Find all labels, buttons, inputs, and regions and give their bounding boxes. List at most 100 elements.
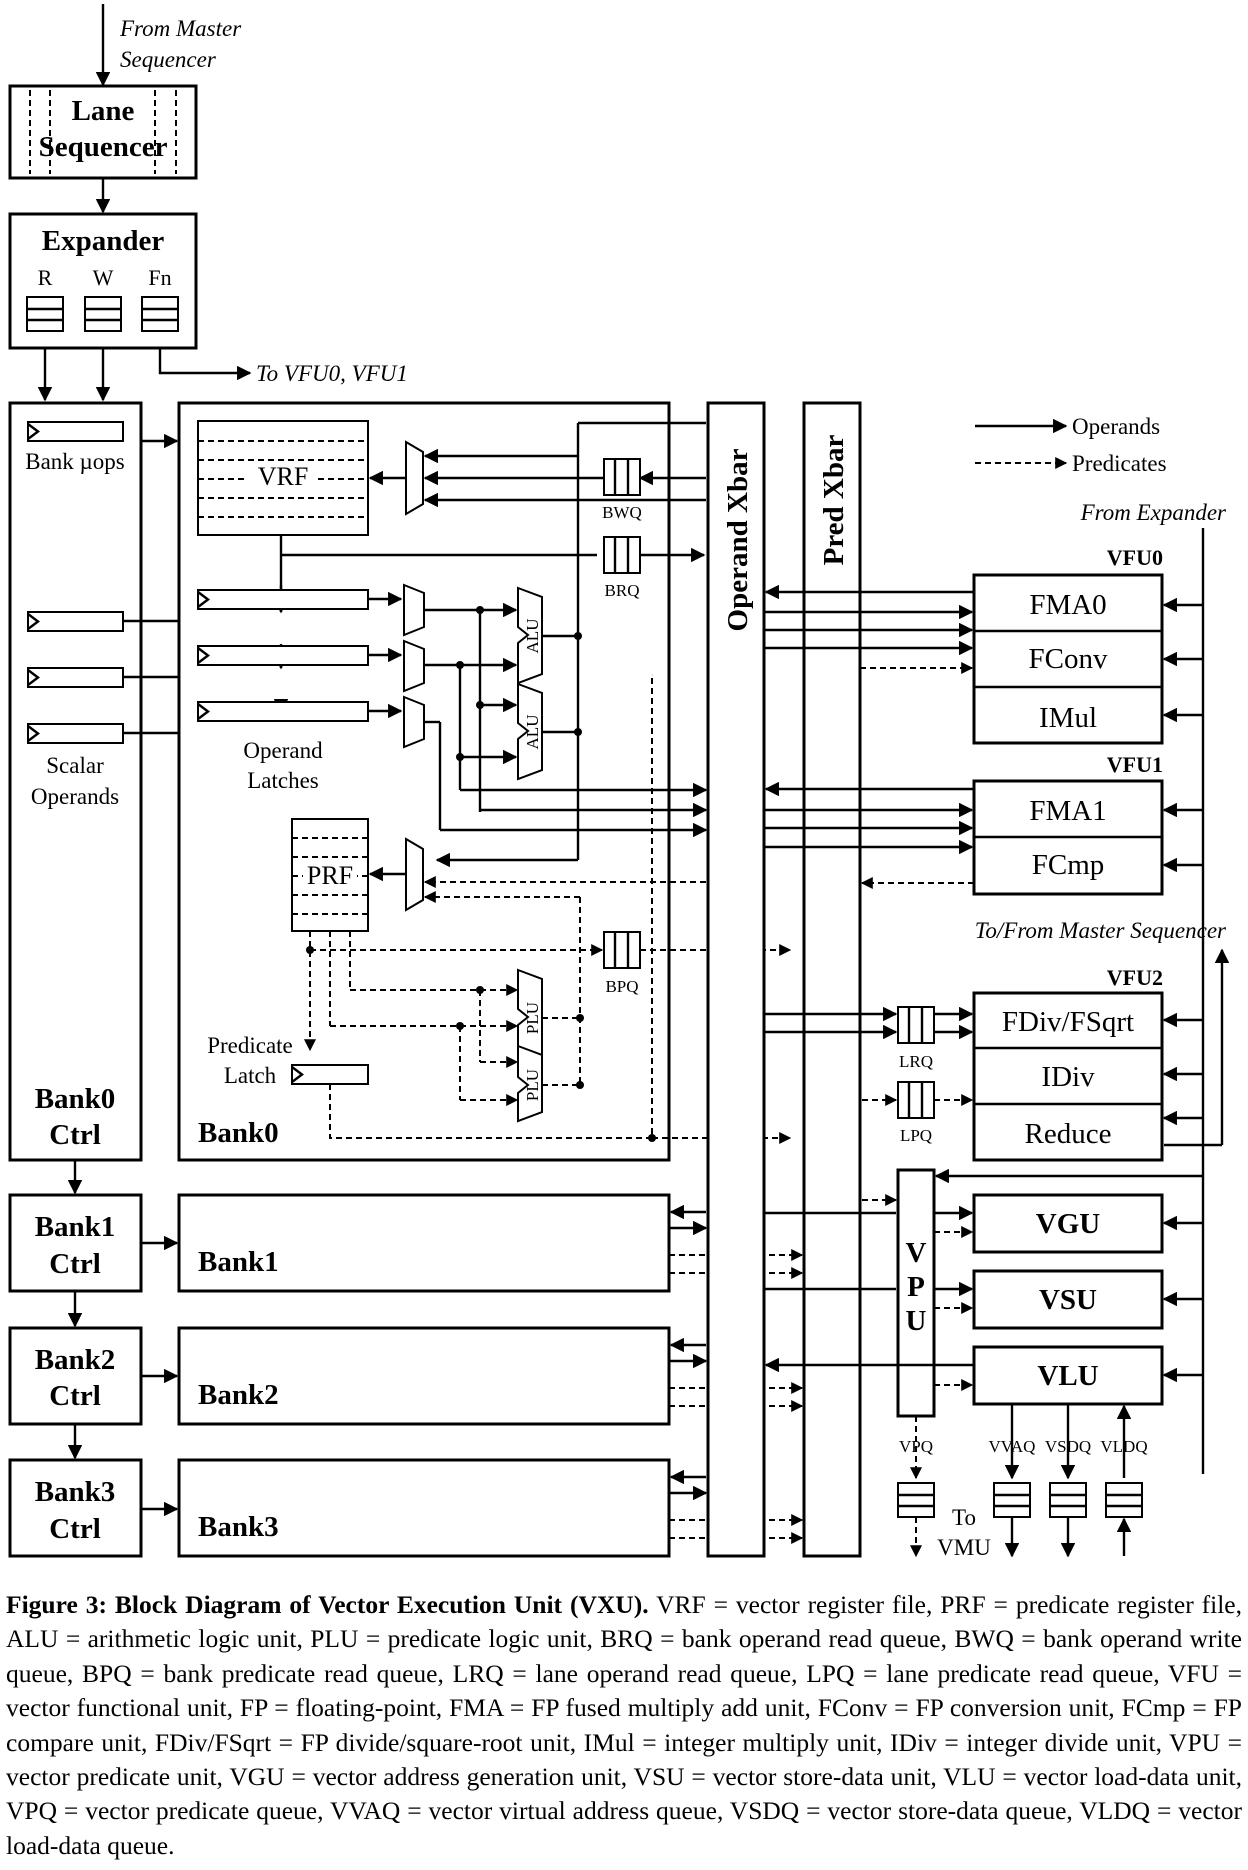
bank2-ctrl: Bank2 Ctrl — [8, 1326, 143, 1426]
vgu: VGU — [972, 1193, 1164, 1254]
bank0-label: Bank0 — [198, 1117, 279, 1149]
bank3: Bank3 — [177, 1458, 671, 1558]
legend-operands-label: Operands — [1072, 414, 1160, 439]
vfu0-label: VFU0 — [1107, 545, 1163, 570]
expander-fn-queue — [141, 296, 179, 332]
bank-xbar-links — [669, 1204, 804, 1544]
plu-2 — [517, 1044, 543, 1123]
lrq: LRQ — [897, 1006, 935, 1071]
lane-sequencer-label-2: Sequencer — [39, 131, 168, 163]
predicate-latch-label-2: Latch — [224, 1063, 277, 1088]
vfu2: VFU2 FDiv/FSqrt IDiv Reduce — [972, 965, 1164, 1162]
vlu: VLU — [972, 1345, 1164, 1406]
vvaq-label: VVAQ — [989, 1437, 1036, 1456]
scalar-operands-label-2: Operands — [31, 784, 119, 809]
vfu0: VFU0 FMA0 FConv IMul — [972, 545, 1164, 745]
bank1-ctrl-label-2: Ctrl — [49, 1248, 101, 1280]
lane-sequencer-label-1: Lane — [72, 95, 135, 127]
vldq-queue — [1105, 1482, 1143, 1518]
imul-label: IMul — [1039, 702, 1097, 734]
vfu1-label: VFU1 — [1107, 752, 1163, 777]
bank2-label: Bank2 — [198, 1379, 279, 1411]
vlu-label: VLU — [1037, 1360, 1098, 1392]
fcmp-label: FCmp — [1032, 849, 1105, 881]
bank2-ctrl-label-1: Bank2 — [35, 1344, 116, 1376]
to-vmu-label-1: To — [952, 1505, 976, 1530]
legend: Operands Predicates — [975, 414, 1167, 476]
figure-caption: Figure 3: Block Diagram of Vector Execut… — [6, 1588, 1242, 1863]
from-expander-label: From Expander — [1080, 500, 1227, 525]
bank0-ctrl-label-1: Bank0 — [35, 1083, 116, 1115]
vpq-label: VPQ — [899, 1437, 933, 1456]
lpq: LPQ — [897, 1081, 935, 1145]
bank2: Bank2 — [177, 1326, 671, 1426]
bank-uops-label: Bank µops — [25, 449, 125, 474]
predicate-latch-label-1: Predicate — [207, 1033, 293, 1058]
lane-sequencer: Lane Sequencer — [8, 84, 198, 180]
alu-2 — [517, 682, 543, 781]
brq: BRQ — [603, 536, 641, 600]
idiv-label: IDiv — [1041, 1061, 1095, 1093]
vrf-write-mux — [405, 440, 424, 516]
vsdq-queue — [1049, 1482, 1087, 1518]
vpu-label-p: P — [907, 1271, 925, 1303]
vrf-label: VRF — [258, 462, 309, 491]
legend-predicates-label: Predicates — [1072, 451, 1167, 476]
lpq-label: LPQ — [900, 1126, 932, 1145]
prf: PRF — [291, 818, 369, 932]
vvaq-queue — [993, 1482, 1031, 1518]
prf-label: PRF — [307, 861, 353, 890]
caption-title: Figure 3: Block Diagram of Vector Execut… — [6, 1590, 649, 1619]
to-from-master-label: To/From Master Sequencer — [975, 918, 1227, 943]
bank1-ctrl: Bank1 Ctrl — [8, 1193, 143, 1293]
vsu-label: VSU — [1039, 1284, 1097, 1316]
alu-2-label: ALU — [523, 715, 542, 750]
operand-xbar: Operand Xbar — [706, 401, 766, 1558]
bank3-ctrl: Bank3 Ctrl — [8, 1458, 143, 1558]
vgu-label: VGU — [1036, 1208, 1101, 1240]
to-vmu-label-2: VMU — [937, 1535, 991, 1560]
caption-body: VRF = vector register file, PRF = predic… — [6, 1590, 1242, 1860]
bank3-ctrl-label-1: Bank3 — [35, 1476, 116, 1508]
vxu-block-diagram: From Master Sequencer Lane Sequencer Exp… — [8, 4, 1230, 1560]
reduce-label: Reduce — [1025, 1118, 1112, 1150]
vfu1: VFU1 FMA1 FCmp — [972, 752, 1164, 896]
operand-latches-label-2: Latches — [247, 768, 319, 793]
bwq-label: BWQ — [602, 503, 642, 522]
expander-r-label: R — [38, 265, 53, 290]
bank0-ctrl-label-2: Ctrl — [49, 1119, 101, 1151]
bpq: BPQ — [603, 931, 641, 996]
scalar-operands-label-1: Scalar — [46, 753, 104, 778]
bank1: Bank1 — [177, 1193, 671, 1293]
vldq-label: VLDQ — [1100, 1437, 1147, 1456]
vpu-label-v: V — [906, 1237, 927, 1269]
from-master-label-1: From Master — [119, 16, 242, 41]
vrf: VRF — [197, 420, 369, 536]
pred-xbar: Pred Xbar — [802, 401, 862, 1558]
vsu: VSU — [972, 1269, 1164, 1330]
plu-1-label: PLU — [523, 1002, 542, 1034]
fma0-label: FMA0 — [1029, 589, 1106, 621]
bank1-label: Bank1 — [198, 1246, 279, 1278]
bpq-label: BPQ — [605, 977, 638, 996]
expander: Expander R W Fn — [8, 212, 198, 350]
bank1-ctrl-label-1: Bank1 — [35, 1211, 116, 1243]
brq-label: BRQ — [605, 581, 640, 600]
to-vfu-label: To VFU0, VFU1 — [256, 361, 408, 386]
lrq-label: LRQ — [899, 1052, 933, 1071]
operand-latches: Operand Latches — [197, 589, 369, 793]
master-sequencer-input: From Master Sequencer — [95, 4, 242, 87]
alu-1-label: ALU — [523, 619, 542, 654]
bank0: Bank0 VRF Operand Latches — [177, 401, 792, 1162]
operand-xbar-label: Operand Xbar — [722, 448, 754, 631]
vpq-queue — [897, 1482, 935, 1518]
vpu: V P U — [896, 1168, 936, 1418]
expander-w-label: W — [93, 265, 114, 290]
vsdq-label: VSDQ — [1045, 1437, 1091, 1456]
expander-r-queue — [26, 296, 64, 332]
bank3-label: Bank3 — [198, 1511, 279, 1543]
bank2-ctrl-label-2: Ctrl — [49, 1380, 101, 1412]
expander-w-queue — [84, 296, 122, 332]
bank3-ctrl-label-2: Ctrl — [49, 1513, 101, 1545]
expander-fn-label: Fn — [148, 265, 171, 290]
